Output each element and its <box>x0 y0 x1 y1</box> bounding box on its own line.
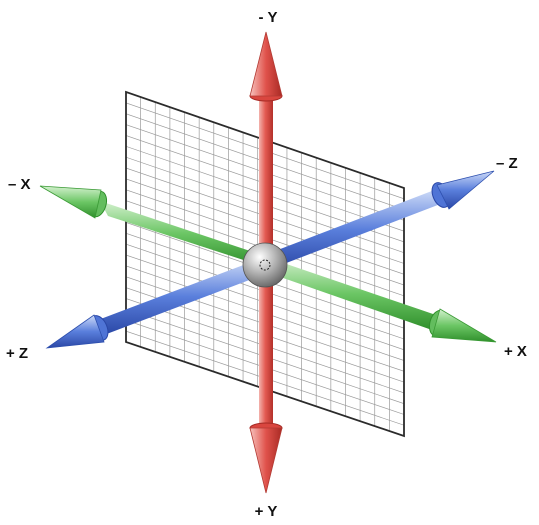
z-axis-positive-half <box>45 258 268 349</box>
x-axis-arrowhead-positive <box>431 308 497 343</box>
x-axis-positive-half <box>266 257 497 343</box>
label-neg-z: – Z <box>496 155 518 172</box>
y-axis-arrowhead-negative <box>249 31 283 97</box>
label-neg-y: - Y <box>259 9 278 26</box>
x-axis-shaft-front <box>266 257 436 330</box>
x-axis-shaft-back <box>100 201 262 266</box>
y-axis-arrowhead-positive <box>249 427 283 494</box>
z-axis-arrowhead-negative <box>436 170 495 210</box>
z-axis-shaft-back <box>262 189 443 270</box>
label-pos-x: + X <box>504 343 527 360</box>
y-axis <box>249 31 283 494</box>
x-axis-negative-half <box>39 185 262 266</box>
label-pos-y: + Y <box>255 503 278 520</box>
label-neg-x: – X <box>8 176 31 193</box>
z-axis-negative-half <box>262 170 495 270</box>
z-axis-arrowhead-positive <box>45 314 105 349</box>
origin-marker-icon <box>259 259 271 271</box>
x-axis-arrowhead-negative <box>39 185 102 219</box>
label-pos-z: + Z <box>6 345 28 362</box>
origin-sphere <box>242 242 288 288</box>
grid-plane-border <box>125 90 405 438</box>
z-axis-shaft-front <box>98 258 268 335</box>
